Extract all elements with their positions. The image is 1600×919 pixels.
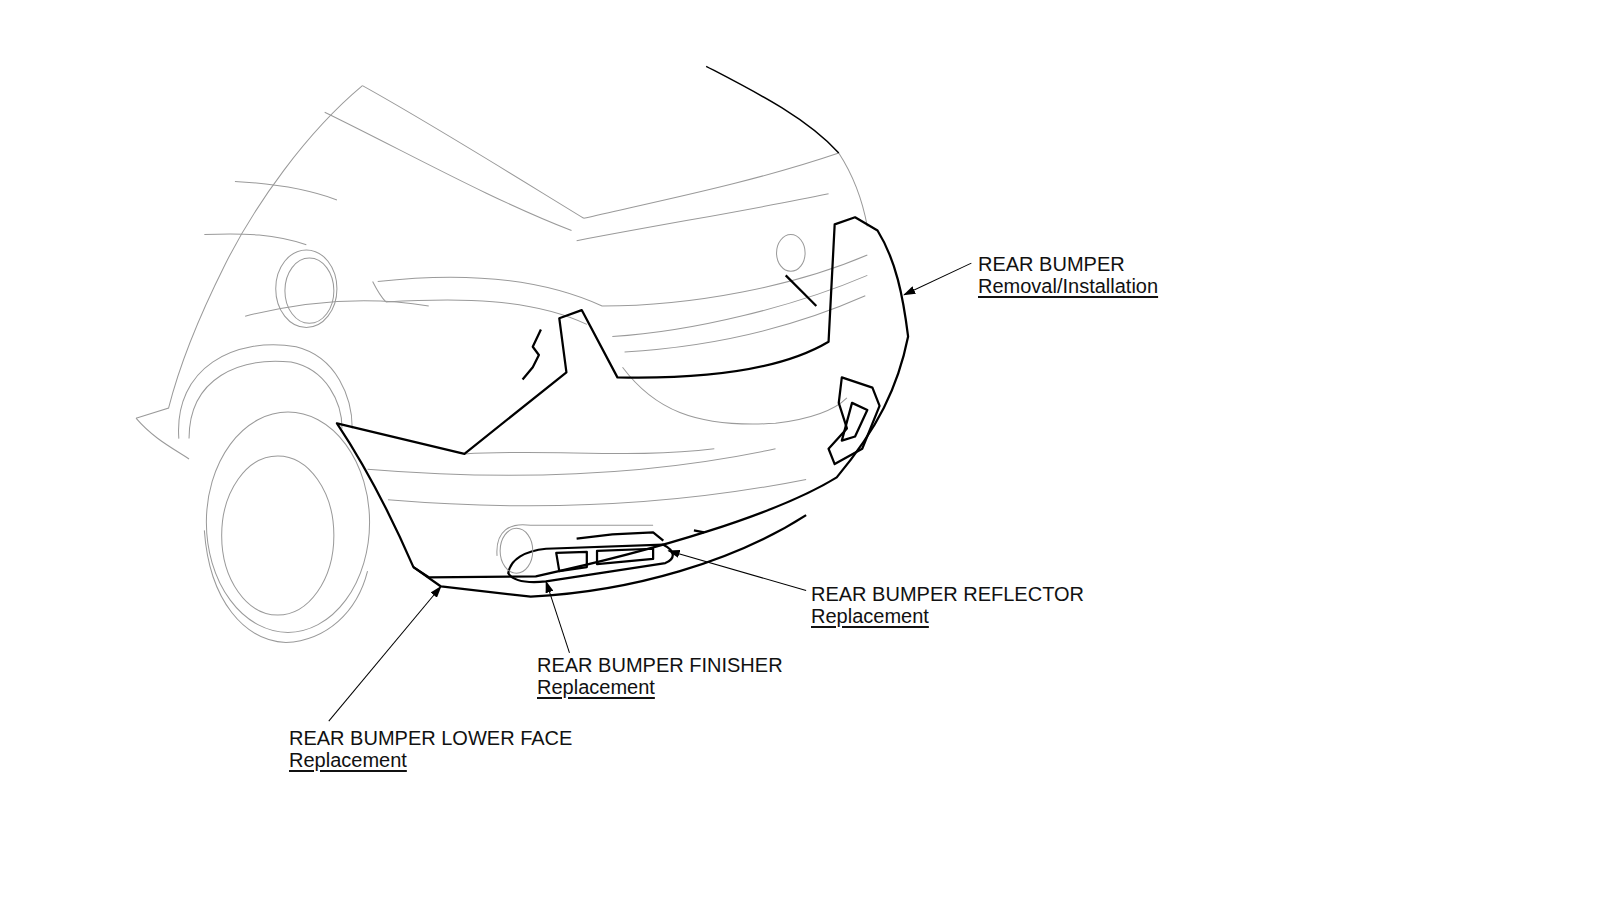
procedure-name: Replacement: [287, 749, 409, 771]
part-name: REAR BUMPER: [976, 253, 1127, 275]
procedure-name: Replacement: [809, 605, 931, 627]
leader-lines: [329, 263, 972, 721]
part-name: REAR BUMPER LOWER FACE: [287, 727, 574, 749]
procedure-name: Removal/Installation: [976, 275, 1160, 297]
part-name: REAR BUMPER FINISHER: [535, 654, 785, 676]
procedure-name: Replacement: [535, 676, 657, 698]
part-name: REAR BUMPER REFLECTOR: [809, 583, 1086, 605]
